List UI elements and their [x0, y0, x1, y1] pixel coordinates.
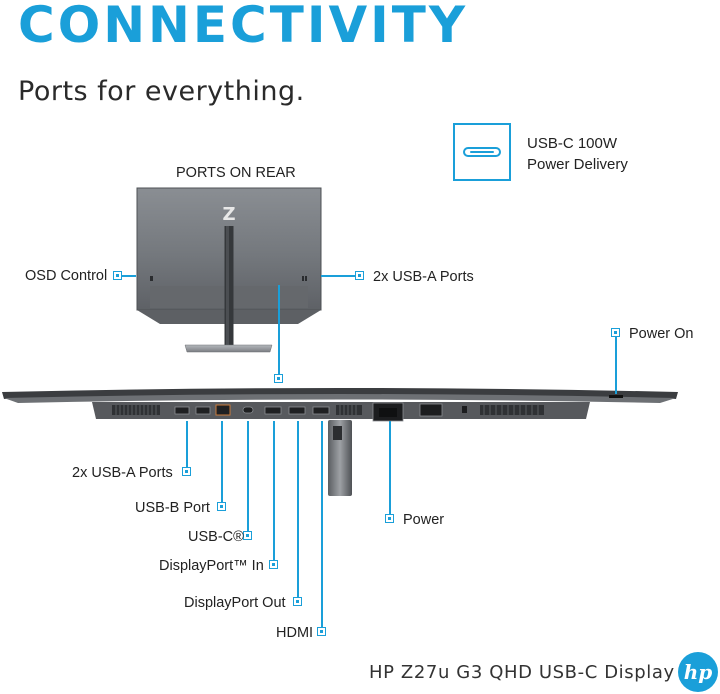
usb-c-marker [243, 531, 252, 540]
usb-c-line [247, 421, 249, 531]
usb-a-marker [182, 467, 191, 476]
usb-b-line [221, 421, 223, 502]
rear-monitor: Z [136, 187, 322, 353]
bottom-monitor [2, 388, 678, 496]
displayport-in-marker [269, 560, 278, 569]
rear-usb-a-marker [355, 271, 364, 280]
rear-usb-a-line [321, 275, 355, 277]
power-label: Power [403, 512, 445, 528]
displayport-in-line [273, 421, 275, 560]
power-on-line [615, 337, 617, 394]
displayport-out-label: DisplayPort Out [184, 595, 286, 611]
page-title: CONNECTIVITY [18, 0, 469, 54]
hdmi-line [321, 421, 323, 627]
usb-b-marker [217, 502, 226, 511]
osd-control-label: OSD Control [25, 268, 108, 284]
rear-to-bottom-marker [274, 374, 283, 383]
power-marker [385, 514, 394, 523]
rear-usb-a-label: 2x USB-A Ports [373, 269, 474, 285]
page-subtitle: Ports for everything. [18, 76, 305, 107]
osd-control-line [122, 275, 136, 277]
rear-logo-letter: Z [222, 204, 235, 225]
product-name: HP Z27u G3 QHD USB-C Display [369, 662, 675, 683]
usb-a-line [186, 421, 188, 467]
usb-c-callout-line2: Power Delivery [527, 156, 628, 173]
rear-to-bottom-line [278, 285, 280, 374]
hdmi-label: HDMI [276, 625, 314, 641]
displayport-out-line [297, 421, 299, 597]
osd-control-marker [113, 271, 122, 280]
power-line [389, 421, 391, 514]
hdmi-marker [317, 627, 326, 636]
power-on-label: Power On [629, 326, 694, 342]
usb-a-label: 2x USB-A Ports [72, 465, 173, 481]
power-on-marker [611, 328, 620, 337]
displayport-out-marker [293, 597, 302, 606]
hp-logo: hp [678, 652, 718, 692]
rear-view-heading: PORTS ON REAR [176, 165, 296, 181]
usb-c-label: USB-C® [188, 529, 244, 545]
displayport-in-label: DisplayPort™ In [159, 558, 264, 574]
usb-c-callout-text: USB-C 100W Power Delivery [527, 133, 628, 175]
usb-b-label: USB-B Port [135, 500, 210, 516]
usb-c-callout-line1: USB-C 100W [527, 135, 618, 152]
usb-c-icon [453, 123, 511, 181]
